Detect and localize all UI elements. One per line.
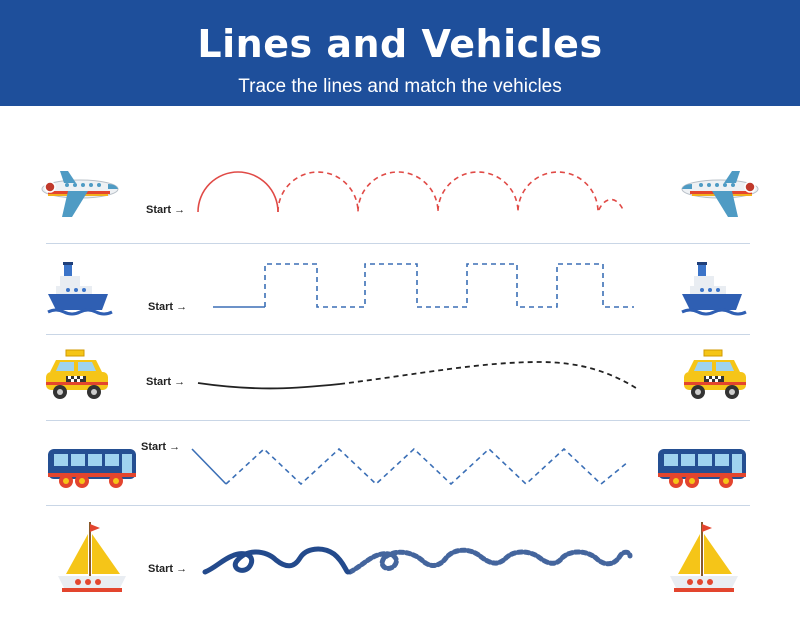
row-divider xyxy=(46,243,750,244)
airplane-icon-left xyxy=(41,170,119,218)
sailboat-icon-left xyxy=(57,521,127,593)
row-divider xyxy=(46,505,750,506)
square-wave-trace-line xyxy=(213,263,634,308)
taxi-icon-left xyxy=(45,349,109,400)
bus-icon-right xyxy=(658,449,746,488)
arches-trace-line xyxy=(197,171,625,213)
sailboat-icon-right xyxy=(669,521,739,593)
bus-icon-left xyxy=(48,449,136,488)
start-label-row-5: Start → xyxy=(148,563,188,575)
page-subtitle: Trace the lines and match the vehicles xyxy=(238,76,562,97)
start-label-row-1: Start → xyxy=(146,204,186,216)
ship-icon-left xyxy=(46,260,114,316)
start-label-row-3: Start → xyxy=(146,376,186,388)
start-label-row-2: Start → xyxy=(148,301,188,313)
row-divider xyxy=(46,334,750,335)
header-banner: Lines and Vehicles Trace the lines and m… xyxy=(0,0,800,106)
taxi-icon-right xyxy=(683,349,747,400)
row-divider xyxy=(46,420,750,421)
curve-trace-line xyxy=(197,361,637,390)
start-label-row-4: Start → xyxy=(141,441,181,453)
page-title: Lines and Vehicles xyxy=(197,22,603,66)
zigzag-trace-line xyxy=(191,447,629,486)
ship-icon-right xyxy=(680,260,748,316)
airplane-icon-right xyxy=(681,170,759,218)
wave-trace-line xyxy=(202,546,633,575)
